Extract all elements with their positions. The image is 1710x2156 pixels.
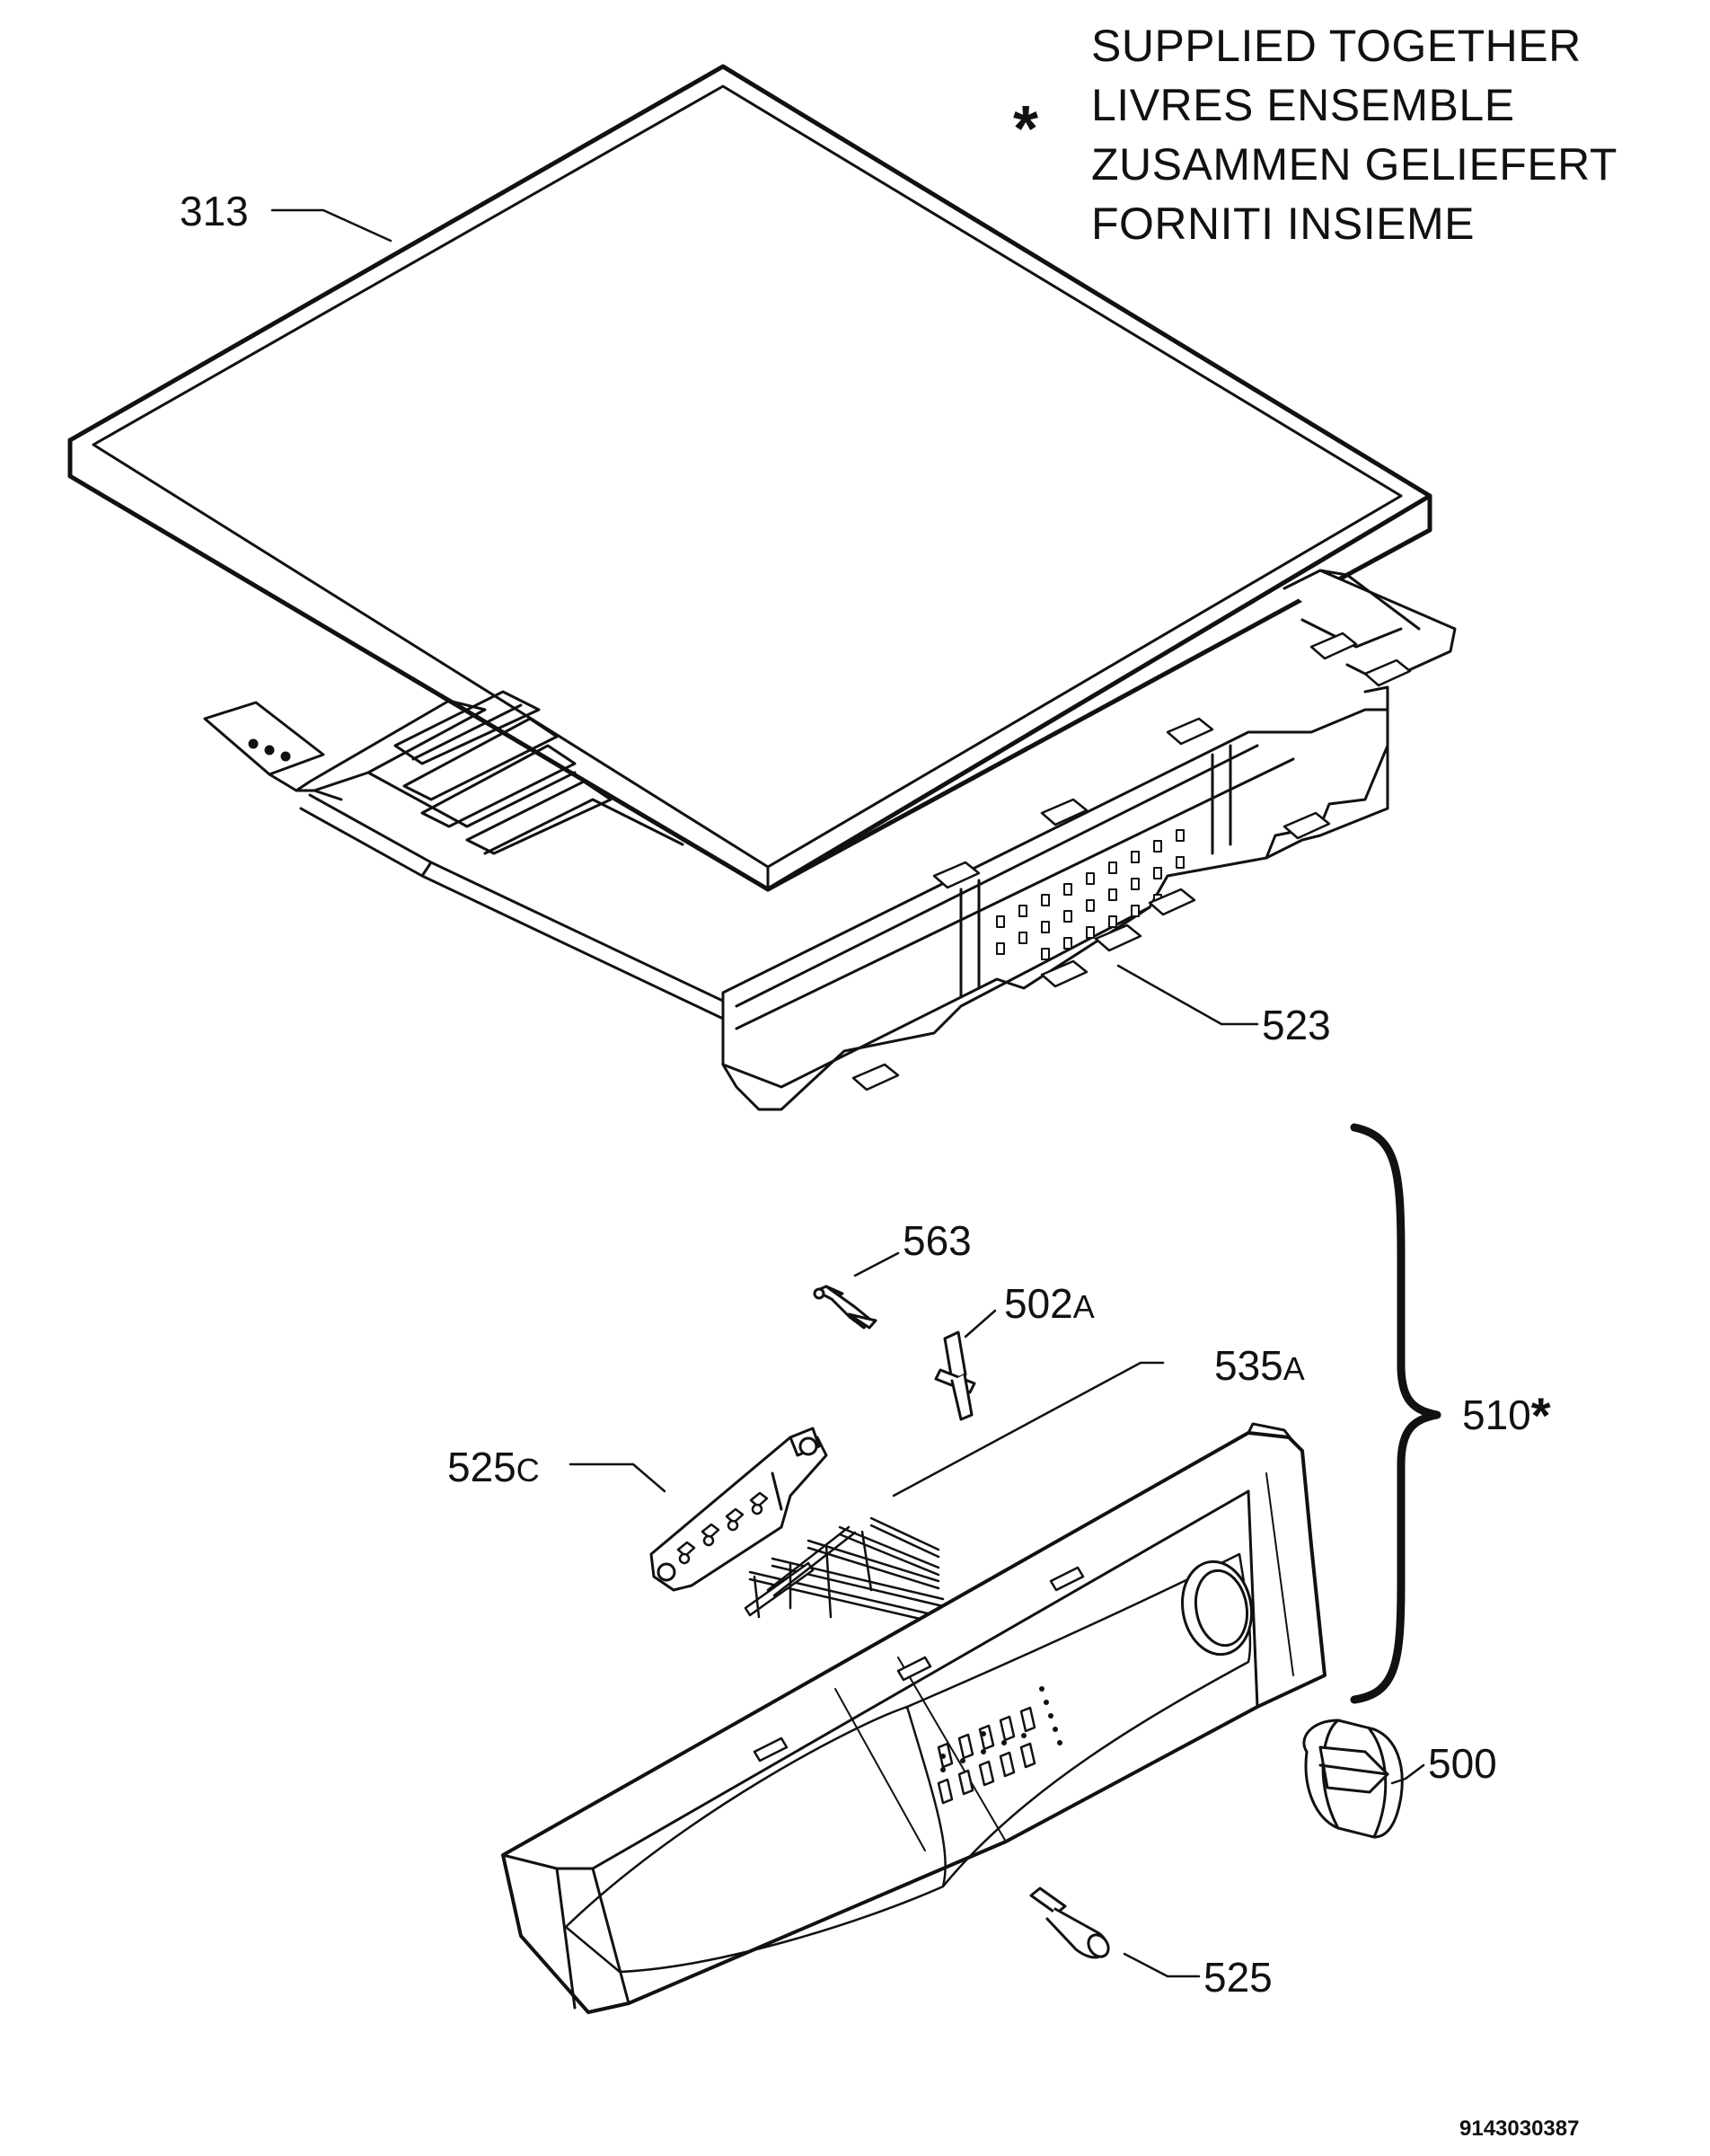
document-number: 9143030387 — [1459, 2116, 1580, 2141]
label-563: 563 — [903, 1217, 972, 1264]
leader-lines — [270, 208, 1425, 1978]
label-313: 313 — [180, 188, 249, 234]
legend-line-fr: LIVRES ENSEMBLE — [1091, 80, 1515, 130]
label-500: 500 — [1428, 1740, 1497, 1787]
label-525c-suffix: C — [516, 1452, 540, 1489]
knob-500 — [1302, 1719, 1404, 1839]
top-cover-313 — [67, 64, 1432, 892]
legend-line-en: SUPPLIED TOGETHER — [1091, 21, 1582, 71]
label-502a-suffix: A — [1072, 1288, 1095, 1325]
legend: SUPPLIED TOGETHER LIVRES ENSEMBLE ZUSAMM… — [1091, 16, 1617, 253]
label-510-marker: * — [1530, 1387, 1551, 1444]
light-pipes-535a — [744, 1516, 945, 1626]
actuator-502a — [934, 1330, 976, 1421]
label-525: 525 — [1203, 1954, 1273, 2001]
switch-bracket-525c — [649, 1427, 828, 1592]
legend-line-it: FORNITI INSIEME — [1091, 199, 1475, 249]
label-523: 523 — [1262, 1002, 1331, 1048]
control-panel-fascia — [501, 1422, 1327, 2014]
legend-line-de: ZUSAMMEN GELIEFERT — [1091, 139, 1617, 190]
label-510: 510* — [1462, 1391, 1551, 1441]
frame-523 — [203, 569, 1457, 1111]
label-535a: 535A — [1214, 1345, 1305, 1386]
legend-marker: * — [1013, 93, 1039, 165]
label-502a-number: 502 — [1004, 1280, 1073, 1327]
pin-525 — [1029, 1886, 1110, 1959]
brace-510 — [1350, 1123, 1441, 1704]
label-535a-number: 535 — [1214, 1342, 1283, 1389]
label-525c: 525C — [447, 1446, 540, 1488]
label-525c-number: 525 — [447, 1444, 516, 1490]
label-502a: 502A — [1004, 1283, 1095, 1324]
small-plug-563 — [813, 1285, 877, 1330]
label-510-number: 510 — [1462, 1392, 1531, 1438]
label-535a-suffix: A — [1282, 1350, 1305, 1387]
